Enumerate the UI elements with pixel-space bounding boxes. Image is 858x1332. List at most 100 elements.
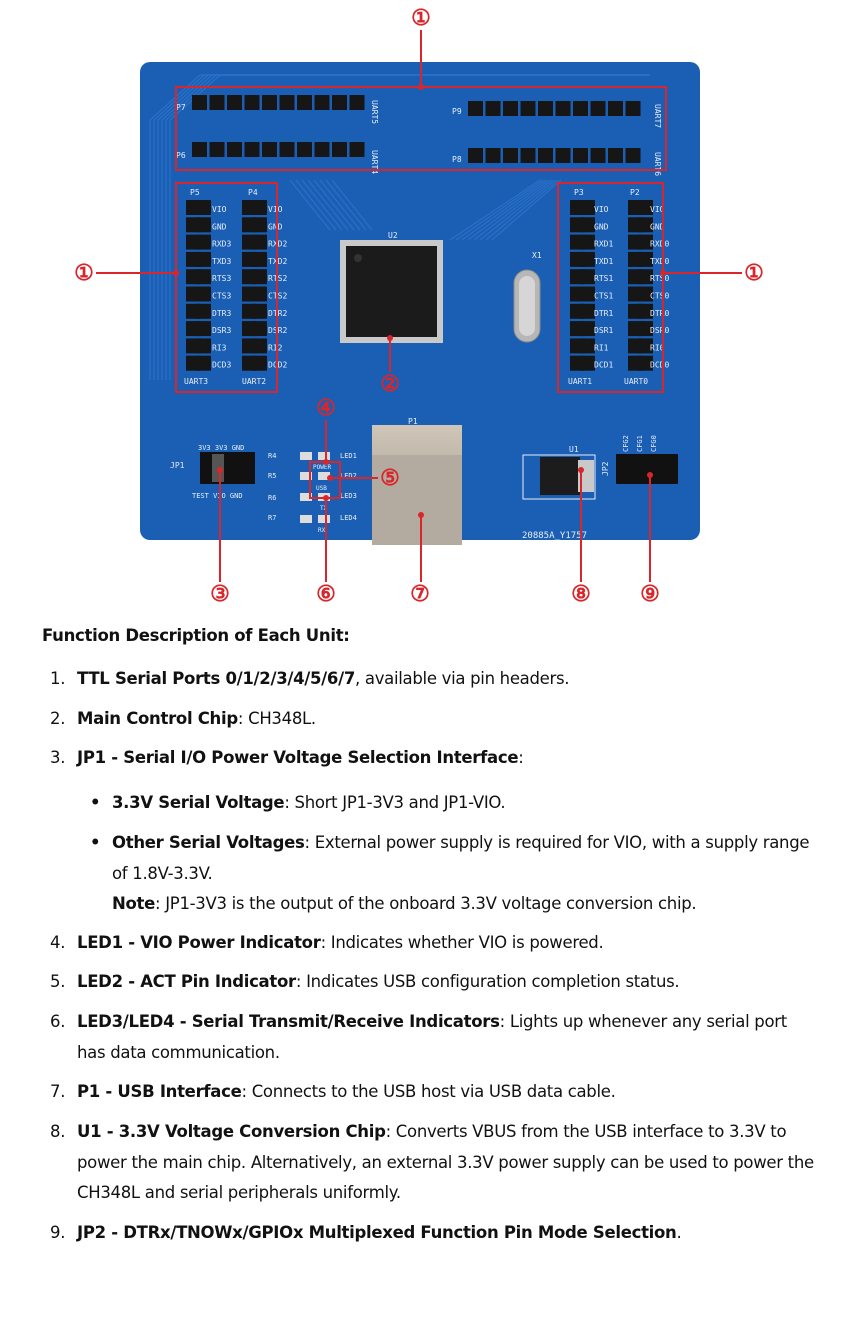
callout-number: ① <box>744 261 764 286</box>
header-ref: P7 <box>176 103 186 112</box>
callout-dot <box>578 467 584 473</box>
callout-number: ⑤ <box>380 466 400 491</box>
regulator-ref: U1 <box>569 445 579 454</box>
header-pin <box>638 234 653 250</box>
header-pin <box>209 142 225 157</box>
bullet-description: : Short JP1-3V3 and JP1-VIO. <box>284 793 506 812</box>
pin-label: DSR3 <box>212 326 231 335</box>
header-pin <box>192 142 207 157</box>
board-id: 20885A_Y1757 <box>522 531 587 541</box>
item-title: LED3/LED4 - Serial Transmit/Receive Indi… <box>77 1012 500 1031</box>
item-description: : Indicates USB configuration completion… <box>295 972 680 991</box>
header-pin <box>297 142 312 157</box>
header-pin <box>196 217 211 233</box>
cfg-label: CFG0 <box>650 435 658 452</box>
header-pin <box>192 95 207 110</box>
pin-label: RTS3 <box>212 274 231 283</box>
smd-component <box>318 452 330 460</box>
callout-number: ③ <box>210 582 230 607</box>
chip-ref: U2 <box>388 231 398 240</box>
pin-label: RTS1 <box>594 274 613 283</box>
pin-label: RTS0 <box>650 274 669 283</box>
header-ref: P9 <box>452 107 462 116</box>
jumper-jp2 <box>616 454 678 484</box>
header-pin <box>209 95 225 110</box>
item-title: JP2 - DTRx/TNOWx/GPIOx Multiplexed Funct… <box>77 1223 677 1242</box>
callout-dot <box>327 475 333 481</box>
header-pin <box>590 101 606 116</box>
header-pin <box>252 321 267 337</box>
header-pin <box>580 234 595 250</box>
header-pin <box>638 338 653 354</box>
pin-label: DCD0 <box>650 361 669 370</box>
bullet-title: 3.3V Serial Voltage <box>112 793 285 812</box>
jp1-bottom-label: TEST VIO GND <box>192 492 243 500</box>
item-description: , available via pin headers. <box>355 669 570 688</box>
item-title: P1 - USB Interface <box>77 1082 242 1101</box>
bullet-description: : External power supply is required for … <box>112 833 810 883</box>
jumper-jp1 <box>200 452 255 484</box>
callout-number: ② <box>380 372 400 397</box>
item-description: : Lights up whenever any serial port has… <box>77 1012 787 1062</box>
led-note: POWER <box>313 464 331 471</box>
led-note: USB <box>316 485 327 492</box>
header-pin <box>638 286 653 302</box>
uart-label: UART4 <box>370 150 379 174</box>
header-pin <box>625 148 641 163</box>
header-ref-p3: P3 <box>574 188 584 197</box>
item-description: . <box>676 1223 682 1242</box>
pin-label: DCD3 <box>212 361 231 370</box>
item-number: 8. <box>50 1122 66 1141</box>
header-pin <box>196 234 211 250</box>
pin-label: RI2 <box>268 343 283 352</box>
callout-dot <box>323 459 329 465</box>
header-pin <box>279 95 295 110</box>
jp2-ref: JP2 <box>601 461 610 476</box>
header-pin <box>297 95 312 110</box>
header-pin <box>638 355 653 371</box>
section-heading: Function Description of Each Unit: <box>42 626 350 645</box>
note-label: Note <box>112 894 156 913</box>
item-number: 3. <box>50 748 66 767</box>
header-pin <box>555 148 571 163</box>
board-photo: P5VIOGNDRXD3TXD3RTS3CTS3DTR3DSR3RI3DCD3U… <box>74 6 764 607</box>
header-pin <box>196 269 211 285</box>
header-pin <box>244 142 260 157</box>
header-pin <box>580 200 595 215</box>
header-pin <box>252 286 267 302</box>
header-pin <box>227 142 242 157</box>
header-pin <box>580 269 595 285</box>
uart-label: UART5 <box>370 100 379 124</box>
smd-component <box>300 472 312 480</box>
callout-number: ① <box>411 6 431 31</box>
item-number: 9. <box>50 1223 66 1242</box>
item-number: 1. <box>50 669 66 688</box>
uart-label-p4: UART2 <box>242 377 266 386</box>
callout-number: ⑧ <box>571 582 591 607</box>
uart-label-p3: UART1 <box>568 377 592 386</box>
jp1-ref: JP1 <box>170 461 185 470</box>
header-pin <box>520 148 536 163</box>
header-ref-p2: P2 <box>630 188 640 197</box>
pin-label: CTS1 <box>594 292 613 301</box>
item-number: 7. <box>50 1082 66 1101</box>
pin-label: DCD1 <box>594 361 613 370</box>
header-pin <box>252 234 267 250</box>
header-pin <box>252 200 267 215</box>
header-pin <box>503 101 518 116</box>
header-pin <box>196 303 211 319</box>
callout-number: ④ <box>316 396 336 421</box>
callout-dot <box>217 467 223 473</box>
header-pin <box>196 200 211 215</box>
item-description: : <box>518 748 524 767</box>
pin-label: VIO <box>212 205 227 214</box>
header-pin <box>638 217 653 233</box>
header-pin <box>349 95 365 110</box>
header-pin <box>227 95 242 110</box>
header-pin <box>608 148 623 163</box>
uart-label: UART7 <box>653 104 662 128</box>
header-pin <box>196 251 211 267</box>
pin-label: RI1 <box>594 343 609 352</box>
header-pin <box>485 148 501 163</box>
header-pin <box>262 95 277 110</box>
